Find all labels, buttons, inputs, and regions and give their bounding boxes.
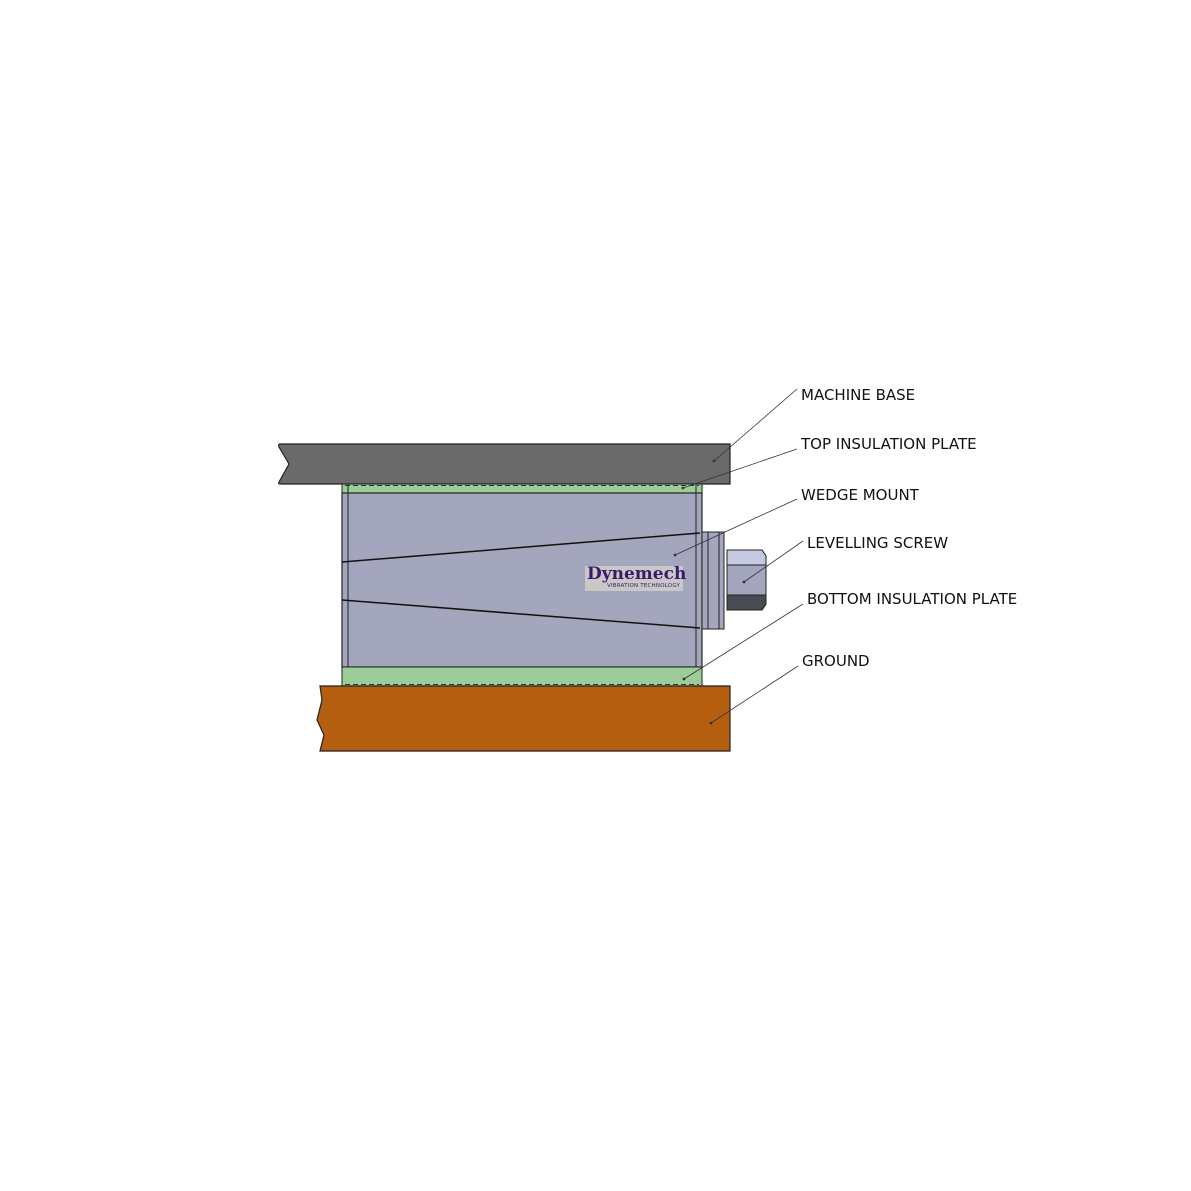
dynemech-logo: Dynemech VIBRATION TECHNOLOGY [585, 564, 687, 591]
label-ground: GROUND [802, 652, 870, 670]
wedge-line-bottom [341, 599, 701, 629]
leader-lines [673, 388, 804, 725]
machine-base [278, 443, 731, 485]
label-top-insulation-plate: TOP INSULATION PLATE [801, 435, 977, 453]
logo-name: Dynemech [587, 564, 687, 584]
label-wedge-mount: WEDGE MOUNT [801, 486, 919, 504]
label-machine-base: MACHINE BASE [801, 386, 916, 404]
end-plate [701, 531, 725, 630]
levelling-screw [726, 549, 767, 611]
label-bottom-insulation-plate: BOTTOM INSULATION PLATE [807, 590, 1018, 608]
logo-tagline: VIBRATION TECHNOLOGY [607, 583, 681, 589]
label-levelling-screw: LEVELLING SCREW [807, 534, 949, 552]
ground [316, 685, 731, 752]
wedge-line-top [341, 532, 701, 563]
bottom-insulation-plate [341, 666, 703, 687]
